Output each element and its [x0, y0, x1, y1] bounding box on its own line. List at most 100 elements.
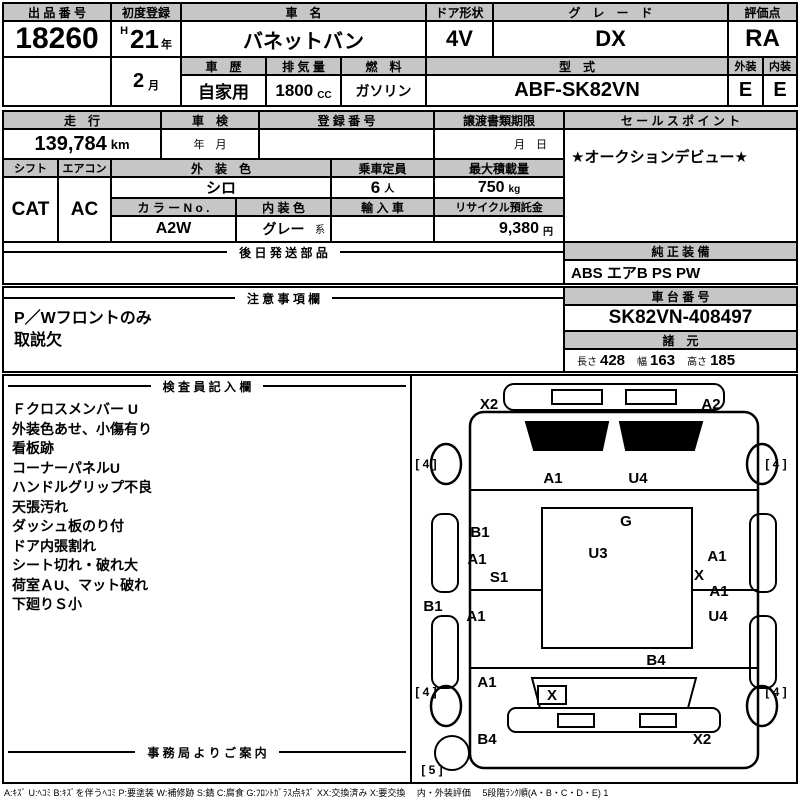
wheel-label: [ 4 ]	[415, 685, 436, 699]
int-color-text: グレー	[262, 221, 305, 237]
first-reg-header: 初度登録	[110, 2, 182, 22]
damage-mark: B1	[470, 524, 489, 541]
capacity-header: 乗車定員	[330, 158, 435, 178]
length-value: 428	[600, 352, 626, 369]
auction-no-label: 出 品 番 号	[27, 5, 86, 20]
shaken-text: 年 月	[193, 139, 227, 151]
int-color-label: 内 装 色	[262, 200, 305, 215]
height-label: 高さ	[687, 357, 708, 368]
shift-text: CAT	[11, 198, 50, 220]
exterior-text: E	[738, 79, 753, 101]
divider-line	[263, 385, 407, 387]
divider-line	[332, 297, 563, 299]
interior-text: E	[773, 79, 787, 101]
transfer-deadline-header: 譲渡書類期限	[433, 110, 565, 130]
side-panel-left-front	[431, 513, 459, 593]
inspection-note: 外装色あせ、小傷有り	[12, 420, 152, 437]
displacement-unit: CC	[317, 90, 332, 101]
interior-label: 内装	[769, 61, 791, 73]
ext-color-header: 外 装 色	[110, 158, 332, 178]
max-load-label: 最大積載量	[468, 161, 529, 176]
genuine-equipment-header: 純 正 装 備	[563, 241, 798, 261]
score-label: 評価点	[744, 5, 781, 20]
color-no-text: A2W	[155, 220, 192, 237]
displacement-value: 1800 CC	[265, 74, 342, 107]
mileage-label: 走 行	[63, 113, 100, 128]
import-header: 輸 入 車	[330, 197, 435, 217]
door-label: ドア形状	[435, 5, 484, 20]
recycle-value: 9,380 円	[433, 215, 565, 243]
windshield-right	[618, 421, 704, 451]
side-panel-left-rear	[431, 615, 459, 689]
inspection-note: Ｆクロスメンバー U	[12, 401, 138, 417]
reg-no-header: 登 録 番 号	[258, 110, 435, 130]
office-label: 事 務 局 よ り ご 案 内	[147, 745, 267, 760]
windshield-left	[524, 421, 610, 451]
inspection-note: シート切れ・破れ大	[12, 557, 138, 573]
fuel-label: 燃 料	[365, 59, 402, 74]
wheel-rear-left	[429, 684, 463, 728]
caution-note: 取説欠	[14, 332, 63, 349]
damage-mark: U4	[628, 470, 648, 487]
damage-mark: B1	[423, 598, 442, 615]
auction-no-header: 出 品 番 号	[2, 2, 112, 22]
auction-no-blank-cell	[2, 56, 112, 107]
shift-label: シフト	[14, 163, 47, 175]
displacement-label: 排 気 量	[282, 59, 325, 74]
later-parts-label: 後 日 発 送 部 品	[239, 245, 328, 260]
fuel-value: ガソリン	[340, 74, 427, 107]
capacity-value: 6 人	[330, 176, 435, 199]
color-no-label: カ ラ ー N o .	[137, 200, 210, 215]
door-value: 4V	[425, 20, 494, 58]
first-reg-label: 初度登録	[121, 5, 170, 20]
damage-mark: X2	[693, 731, 711, 748]
wheel-label: [ 4 ]	[765, 457, 786, 471]
interior-value: E	[762, 74, 798, 107]
sales-point-label: セ ー ル ス ポ イ ン ト	[620, 113, 741, 128]
damage-mark: U3	[588, 545, 607, 562]
chassis-header: 車 台 番 号	[563, 286, 798, 306]
door-header: ドア形状	[425, 2, 494, 22]
ext-color-value: シロ	[110, 176, 332, 199]
damage-mark: G	[620, 513, 632, 530]
divider-line	[8, 385, 151, 387]
divider-line	[4, 297, 235, 299]
exterior-header: 外装	[727, 56, 764, 76]
damage-mark: X	[547, 687, 557, 704]
int-color-header: 内 装 色	[235, 197, 332, 217]
shift-header: シフト	[2, 158, 59, 178]
wheel-rear-right	[745, 684, 779, 728]
history-text: 自家用	[198, 83, 249, 102]
inspector-header: 検 査 員 記 入 欄	[8, 376, 407, 396]
aircon-value: AC	[57, 176, 112, 243]
mileage-text: 139,784	[34, 132, 107, 155]
rear-bumper	[507, 707, 721, 733]
damage-mark: B4	[477, 731, 497, 748]
max-load-value: 750 kg	[433, 176, 565, 199]
rear-light-left	[557, 713, 595, 728]
max-load-text: 750	[477, 178, 505, 196]
grade-header: グ レ ー ド	[492, 2, 729, 22]
capacity-unit: 人	[384, 184, 395, 195]
grade-value: DX	[492, 20, 729, 58]
damage-mark: B4	[646, 652, 666, 669]
transfer-deadline-value: 月 日	[433, 128, 565, 160]
auction-no-text: 18260	[15, 22, 99, 55]
divider-line	[8, 751, 136, 753]
divider-line	[4, 251, 228, 253]
first-reg-year-unit: 年	[160, 39, 172, 51]
inspection-note: コーナーパネルU	[12, 459, 120, 476]
damage-mark-box	[537, 685, 567, 705]
front-grille-right	[625, 389, 677, 405]
shift-value: CAT	[2, 176, 59, 243]
front-grille-left	[551, 389, 603, 405]
chassis-label: 車 台 番 号	[651, 289, 710, 304]
front-bumper	[503, 383, 725, 411]
ext-color-text: シロ	[205, 180, 236, 197]
caution-label: 注 意 事 項 欄	[246, 291, 321, 306]
inspection-note: 荷室ＡU、マット破れ	[12, 576, 149, 593]
inspector-panel	[2, 374, 412, 784]
